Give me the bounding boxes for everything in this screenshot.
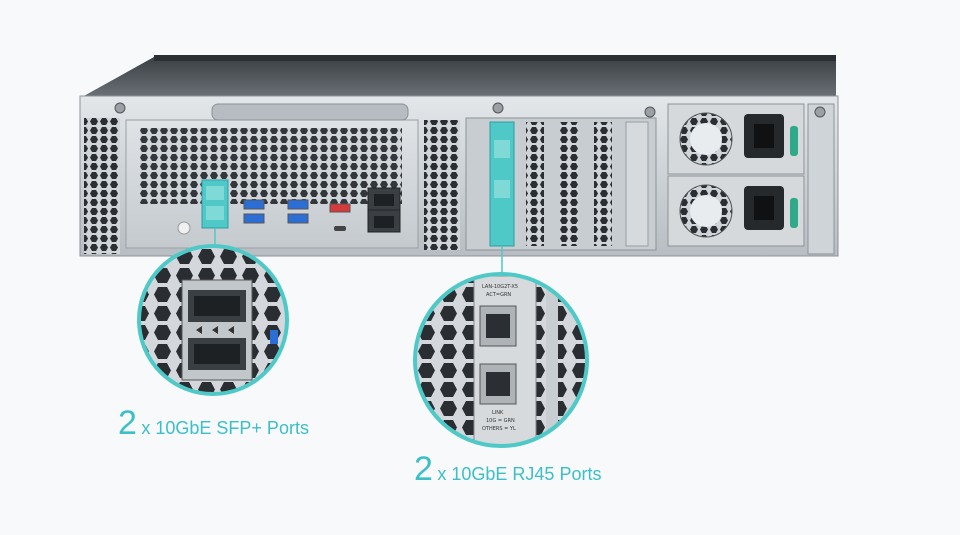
rj45-zoom-circle: LAN-10G2T-X5 ACT=GRN LINK 10G = GRN OTHE… (413, 272, 589, 448)
card-label-10g: 10G = GRN (486, 418, 515, 424)
sfp-count: 2 (118, 404, 137, 442)
rj45-label: x 10GbE RJ45 Ports (437, 464, 602, 484)
card-label-model: LAN-10G2T-X5 (482, 284, 518, 290)
sfp-zoom-circle (137, 244, 289, 396)
sfp-ports-caption: 2 x 10GbE SFP+ Ports (118, 406, 309, 440)
power-socket-icon (744, 114, 784, 230)
card-label-act: ACT=GRN (486, 292, 511, 298)
left-vent (84, 118, 120, 254)
usb-port-icon (243, 199, 351, 231)
card-label-link: LINK (492, 410, 504, 416)
rj45-count: 2 (414, 450, 433, 488)
card-label-others: OTHERS = YL (482, 426, 516, 432)
io-vent (140, 128, 402, 204)
rj45-ports-caption: 2 x 10GbE RJ45 Ports (414, 452, 601, 486)
chassis-top (82, 57, 836, 97)
sfp-label: x 10GbE SFP+ Ports (141, 418, 309, 438)
power-supply (667, 103, 805, 247)
fan-icon (679, 112, 733, 238)
